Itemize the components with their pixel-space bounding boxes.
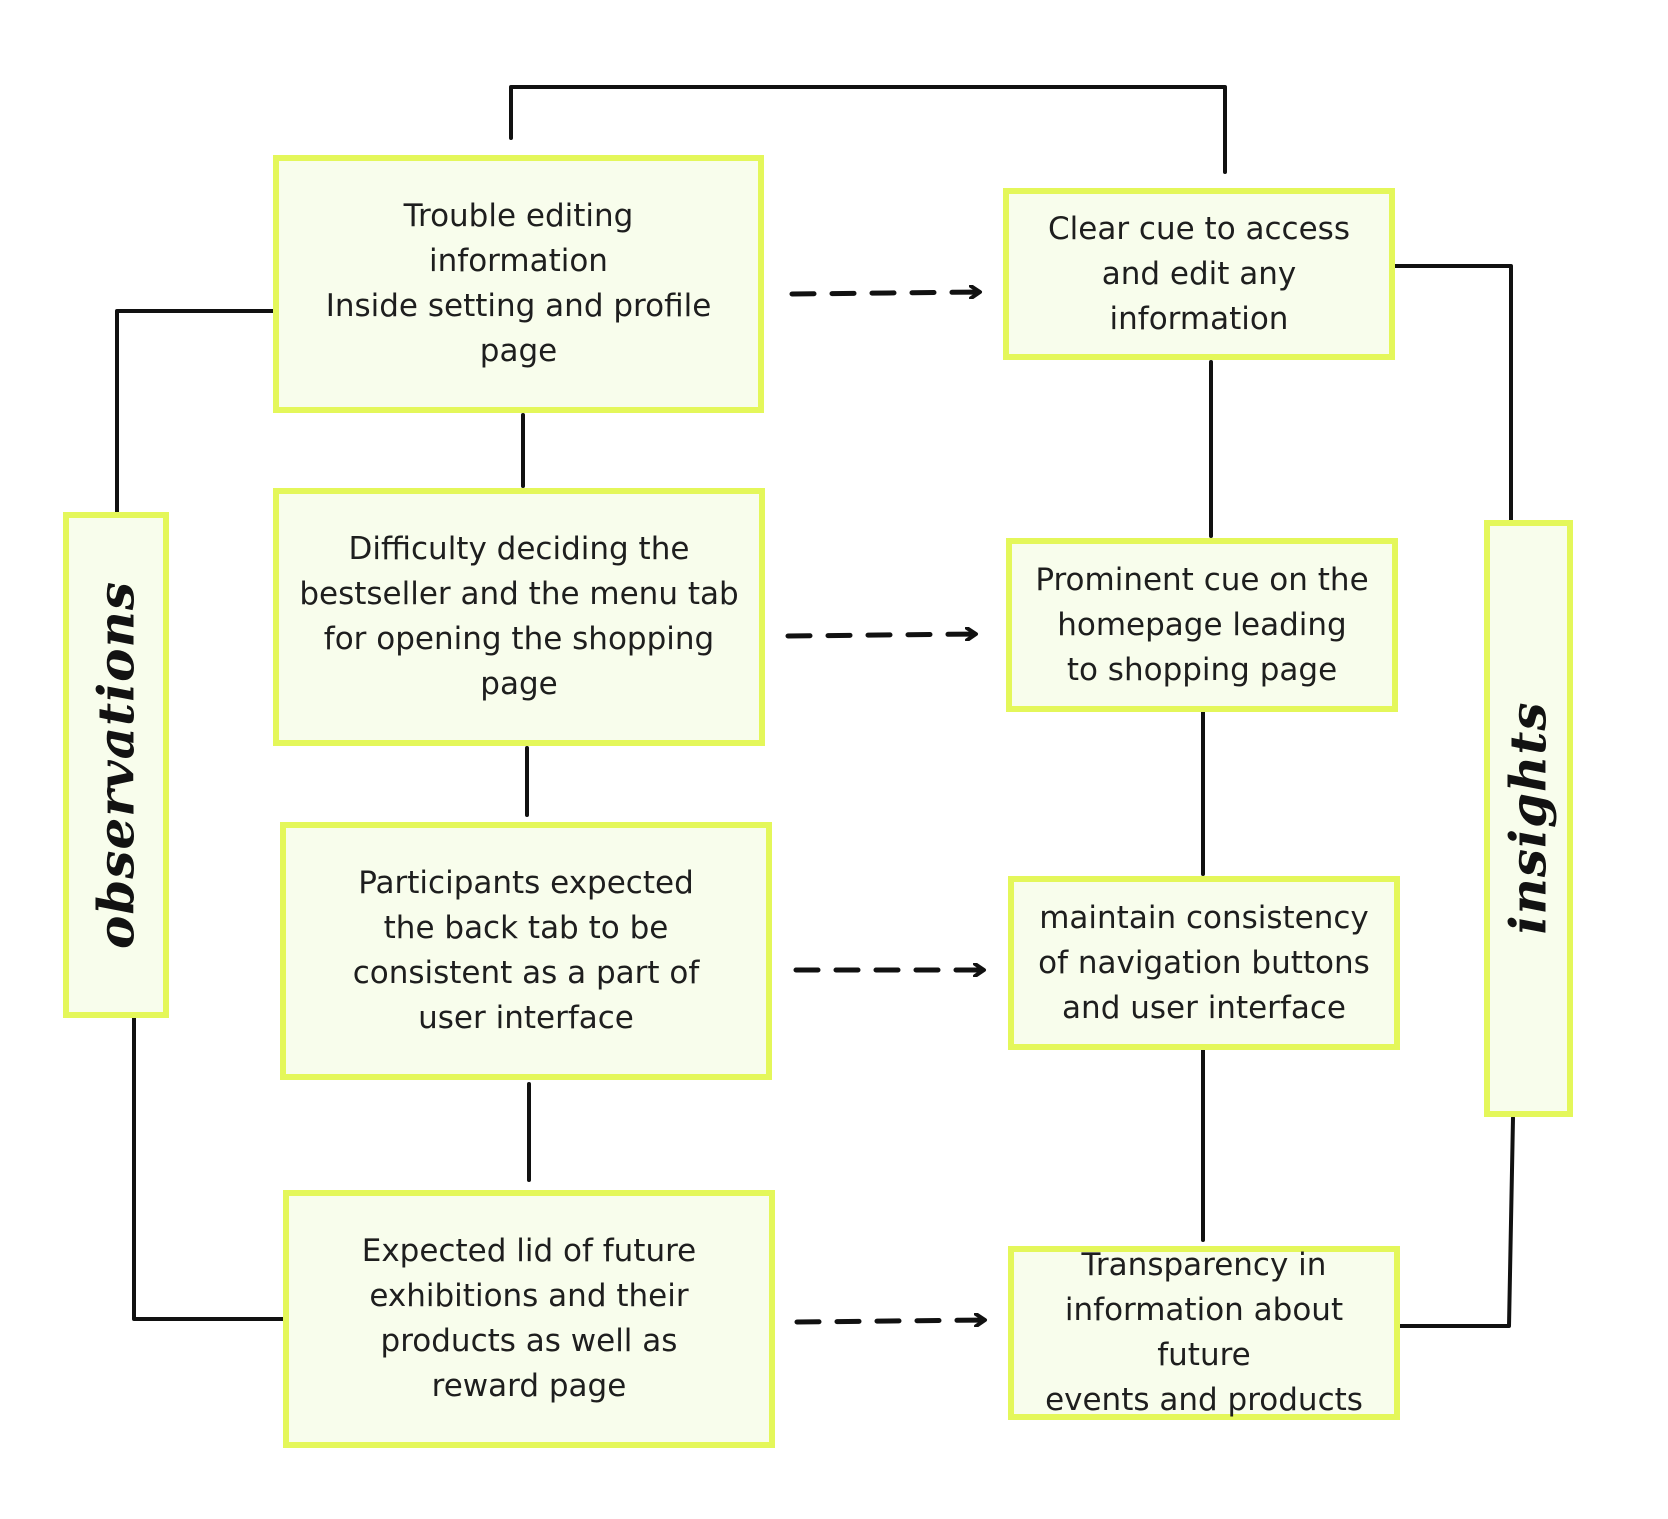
dashed-arrow-2 [785, 634, 979, 636]
top-link-line [509, 85, 1227, 174]
observation-text-1: Trouble editing information Inside setti… [325, 198, 712, 369]
observation-text-4: Expected lid of future exhibitions and t… [361, 1233, 697, 1404]
observation-box-4: Expected lid of future exhibitions and t… [283, 1190, 775, 1448]
observations-label: observations [86, 580, 146, 950]
observation-box-1: Trouble editing information Inside setti… [273, 155, 764, 413]
insights-label-box [1484, 520, 1573, 1117]
insight-box-4: Transparency in information about future… [1008, 1246, 1400, 1420]
insight-text-4: Transparency in information about future… [1045, 1247, 1363, 1418]
observation-text-3: Participants expected the back tab to be… [352, 865, 700, 1036]
dashed-arrow-1 [789, 292, 983, 294]
insight-box-3: maintain consistency of navigation butto… [1008, 876, 1400, 1050]
insights-bottom-bracket [1394, 1116, 1515, 1328]
insight-text-2: Prominent cue on the homepage leading to… [1035, 561, 1369, 688]
observations-top-bracket [115, 309, 275, 517]
insight-box-2: Prominent cue on the homepage leading to… [1006, 538, 1398, 712]
dashed-arrow-4 [794, 1320, 988, 1322]
observations-label-box [63, 512, 169, 1018]
observation-box-2: Difficulty deciding the bestseller and t… [273, 488, 765, 746]
insights-label: insights [1498, 701, 1558, 935]
insight-text-1: Clear cue to access and edit any informa… [1048, 210, 1350, 337]
observations-bottom-bracket [132, 1016, 288, 1321]
insights-top-bracket [1377, 264, 1513, 522]
insight-text-3: maintain consistency of navigation butto… [1038, 899, 1370, 1026]
insight-box-1: Clear cue to access and edit any informa… [1003, 188, 1395, 360]
observation-text-2: Difficulty deciding the bestseller and t… [299, 531, 739, 702]
observation-box-3: Participants expected the back tab to be… [280, 822, 772, 1080]
